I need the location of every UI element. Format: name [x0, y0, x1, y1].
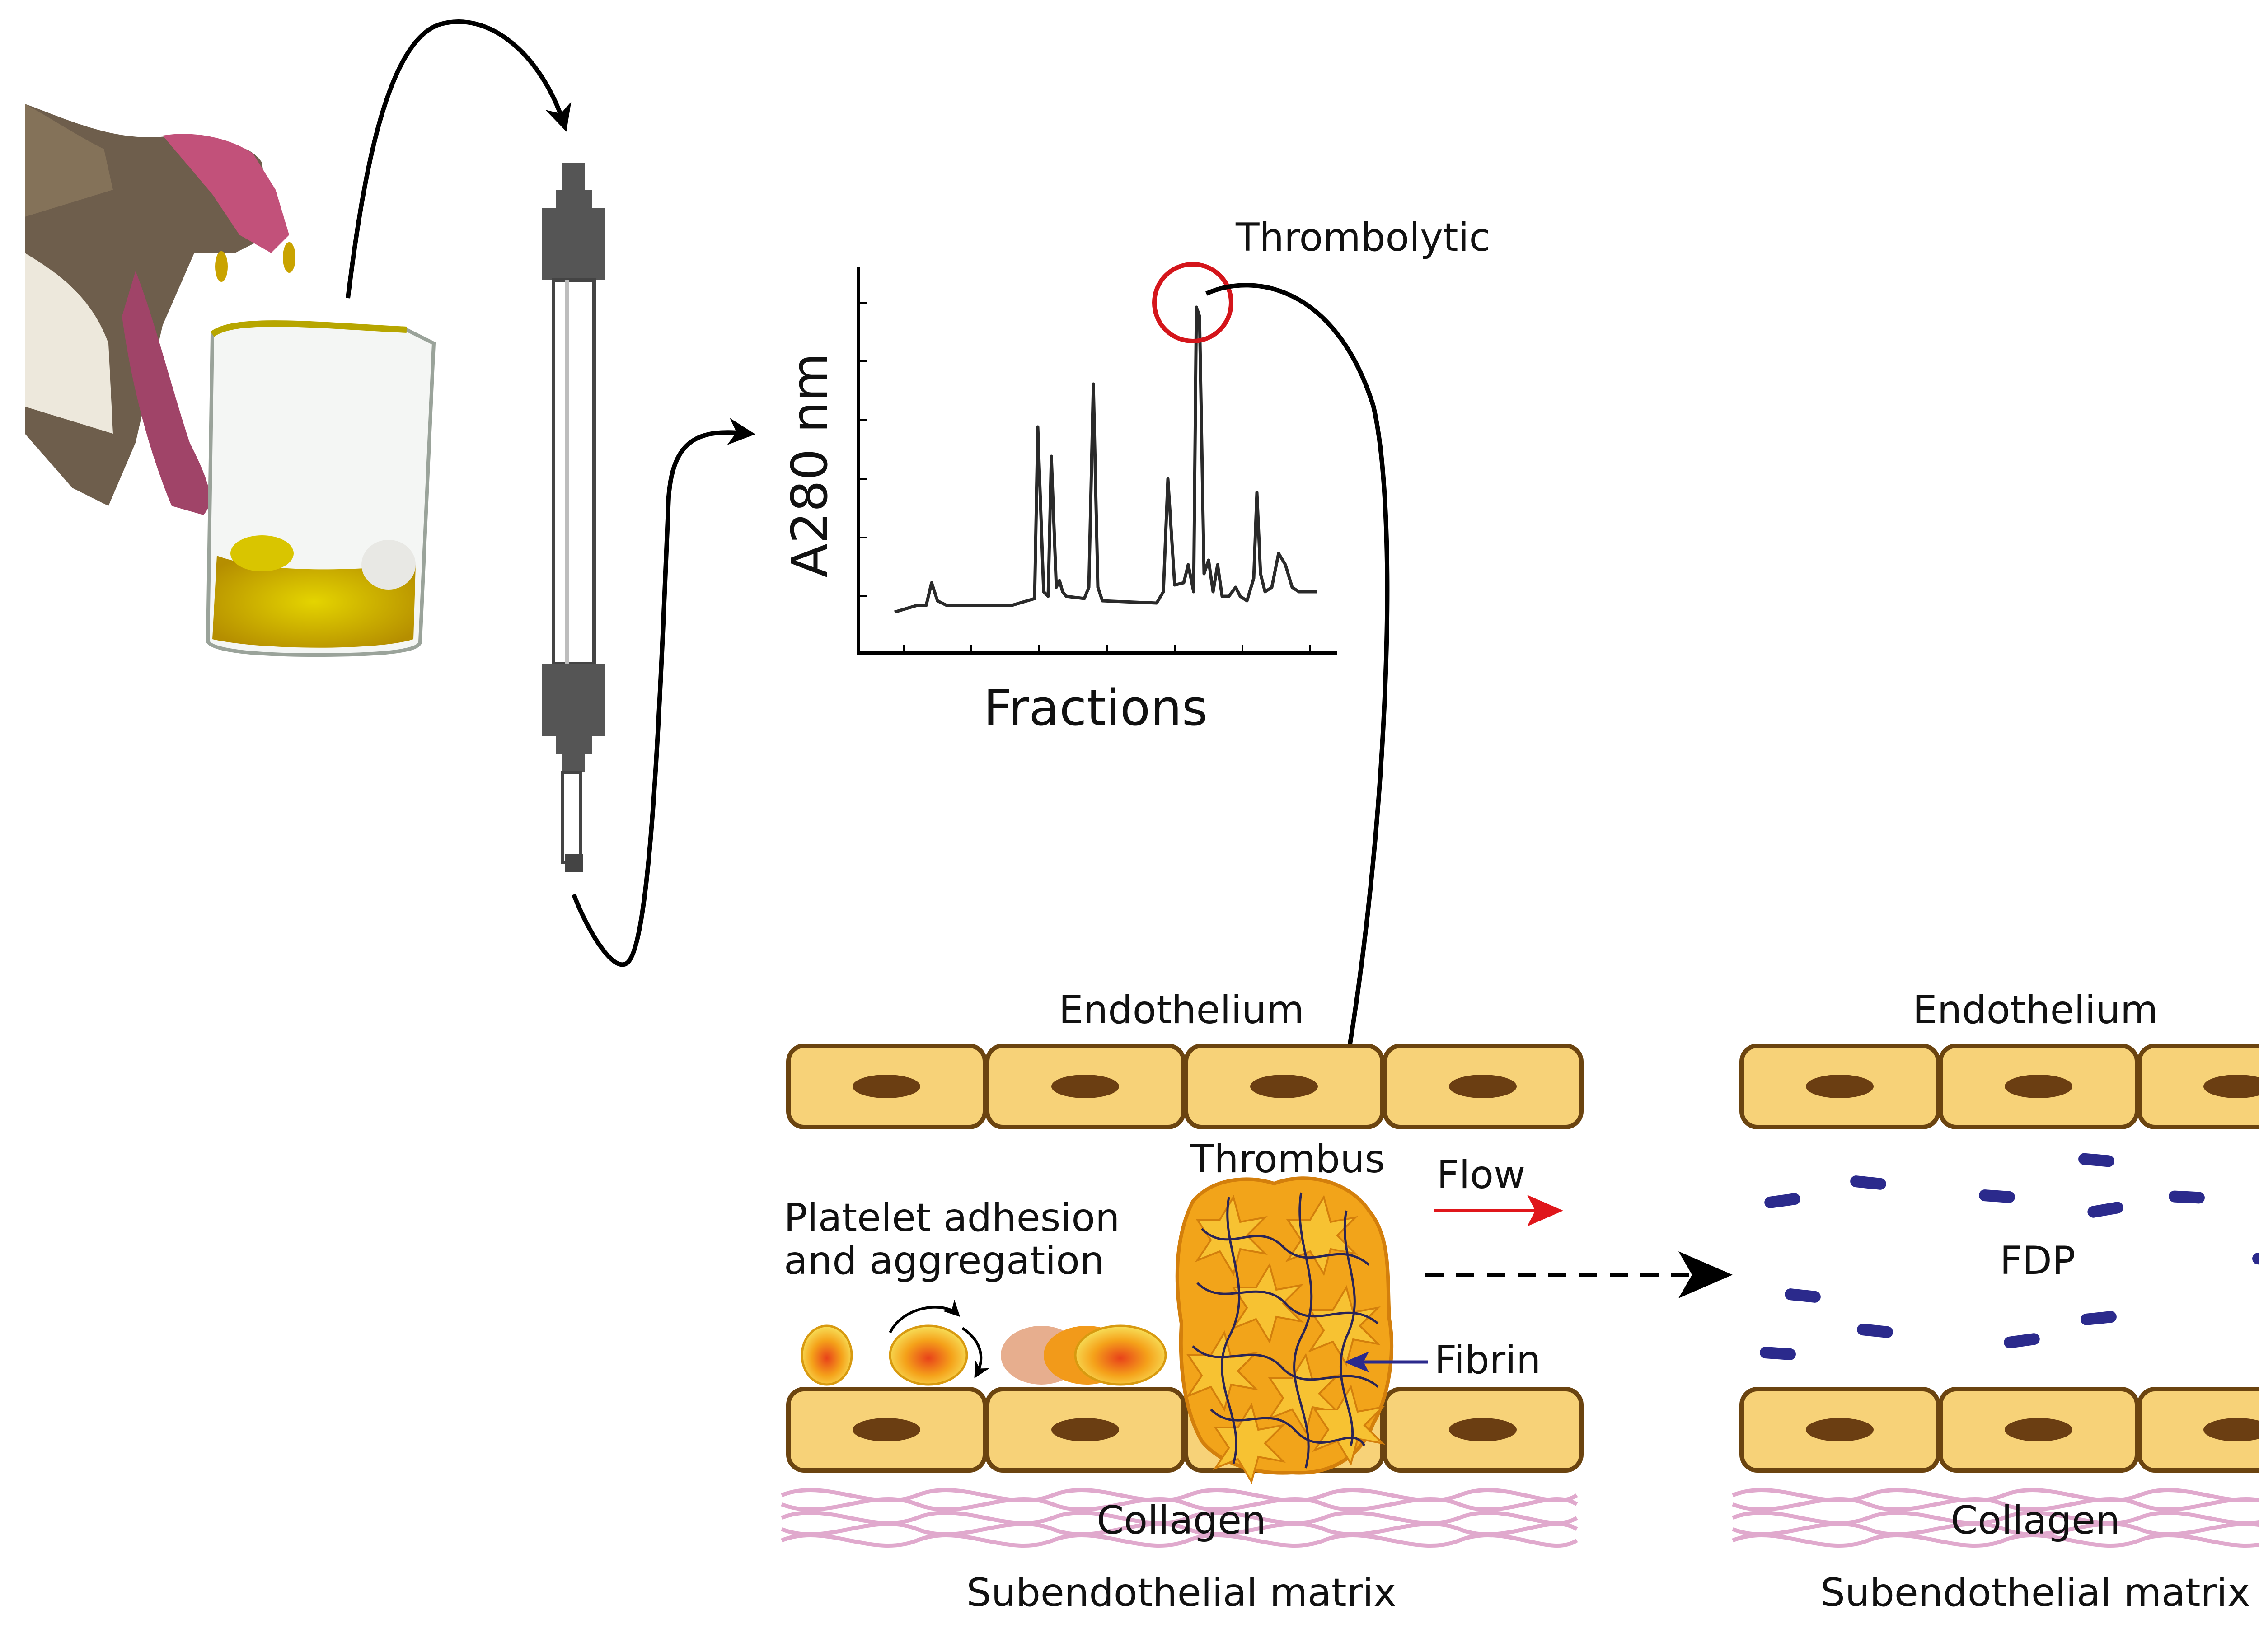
left-matrix-label: Subendothelial matrix [966, 1570, 1397, 1615]
rotation-arrow-side [961, 1327, 989, 1379]
thrombolytic-label: Thrombolytic [1235, 215, 1490, 260]
fibrin-label: Fibrin [1434, 1338, 1541, 1383]
rotation-arrow-top [889, 1299, 961, 1334]
right-endothelium-label: Endothelium [1912, 987, 2158, 1033]
left-endothelium-label: Endothelium [1059, 987, 1304, 1033]
platelets-group [801, 1299, 1167, 1386]
right-top-endothelium-cells [1739, 1044, 2259, 1129]
right-collagen-label: Collagen [1950, 1498, 2120, 1543]
chromatogram-chart: A280 nm Fractions Thrombolytic [781, 215, 1490, 737]
fibrin-arrow [1344, 1352, 1428, 1372]
left-vessel: Endothelium Thrombus Flow Platelet adhes… [781, 987, 1584, 1615]
beaker-image [206, 320, 436, 657]
arrow-peak-to-thrombus [1205, 283, 1390, 1121]
left-collagen-label: Collagen [1097, 1498, 1266, 1543]
platelet-label-line2: and aggregation [784, 1238, 1104, 1283]
flow-arrow [1434, 1195, 1563, 1226]
arrow-venom-to-column [346, 19, 572, 299]
right-vessel: Endothelium FDP [1732, 987, 2259, 1615]
arrow-column-to-chromatogram [572, 418, 755, 967]
right-collagen-layer [1732, 1488, 2259, 1548]
thrombus-label: Thrombus [1190, 1137, 1385, 1182]
thrombolytic-peak-circle [1152, 262, 1233, 343]
platelet-label-line1: Platelet adhesion [784, 1195, 1120, 1240]
fibrin-strands [1192, 1192, 1379, 1469]
chromatogram-trace [894, 305, 1317, 614]
chromatogram-y-ticks [858, 302, 867, 597]
snake-head-image [25, 104, 295, 515]
chromatogram-y-label: A280 nm [781, 353, 839, 577]
right-matrix-label: Subendothelial matrix [1820, 1570, 2250, 1615]
dashed-transition-arrow [1425, 1251, 1733, 1298]
chromatogram-x-label: Fractions [984, 679, 1208, 737]
chromatogram-x-ticks [903, 645, 1311, 653]
fdp-fragments [1760, 1153, 2259, 1360]
chromatography-column [542, 163, 605, 872]
left-collagen-layer [781, 1488, 1578, 1548]
thrombus-mass [1175, 1176, 1394, 1484]
left-bottom-endothelium-cells [786, 1387, 1584, 1473]
left-top-endothelium-cells [786, 1044, 1584, 1129]
fdp-label: FDP [2000, 1238, 2076, 1283]
flow-label: Flow [1437, 1152, 1525, 1198]
right-bottom-endothelium-cells [1739, 1387, 2259, 1473]
